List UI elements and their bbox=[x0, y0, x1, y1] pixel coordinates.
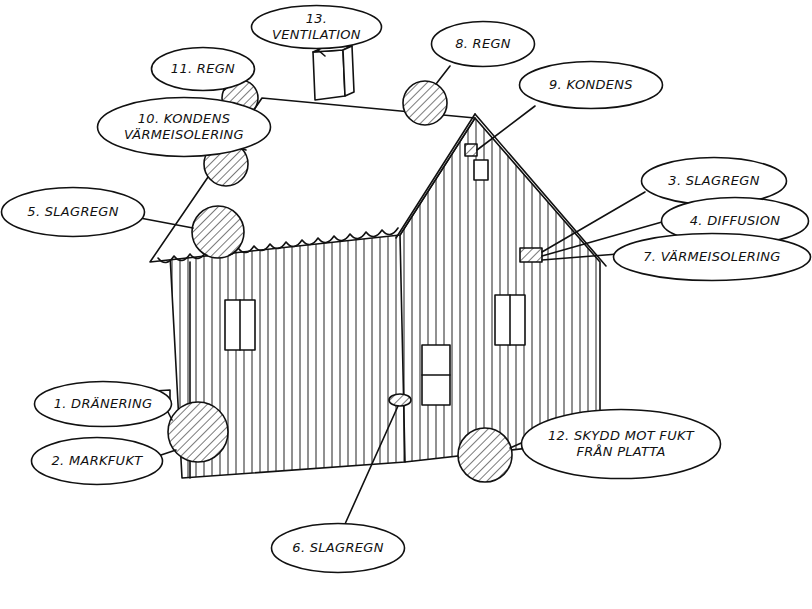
window bbox=[225, 300, 255, 350]
leader-line bbox=[477, 106, 535, 150]
callout-label: 4. DIFFUSION bbox=[690, 213, 781, 229]
callout-label: 8. REGN bbox=[455, 36, 511, 52]
ellipse-outline bbox=[35, 382, 172, 427]
callout-ellipse: 12. SKYDD MOT FUKT FRÅN PLATTA bbox=[520, 408, 722, 480]
callout-label: 3. SLAGREGN bbox=[668, 173, 759, 189]
callout-label: 1. DRÄNERING bbox=[54, 396, 153, 412]
callout-ellipse: 2. MARKFUKT bbox=[30, 436, 164, 486]
callout-label: 2. MARKFUKT bbox=[52, 453, 143, 469]
leader-line bbox=[542, 254, 618, 260]
callout-ellipse: 5. SLAGREGN bbox=[0, 186, 146, 238]
ellipse-outline bbox=[614, 234, 811, 281]
callout-label: 9. KONDENS bbox=[549, 77, 633, 93]
window bbox=[422, 374, 450, 376]
callout-label: 5. SLAGREGN bbox=[27, 204, 118, 220]
ellipse-outline bbox=[522, 410, 721, 479]
window bbox=[474, 160, 488, 180]
window bbox=[422, 345, 450, 405]
window bbox=[495, 295, 525, 345]
callout-ellipse: 9. KONDENS bbox=[518, 60, 664, 110]
window bbox=[239, 300, 241, 350]
callout-ellipse: 11. REGN bbox=[150, 46, 256, 92]
detail-ellipse bbox=[389, 394, 411, 406]
leader-line bbox=[345, 406, 398, 524]
ellipse-outline bbox=[32, 438, 163, 485]
callout-label: 10. KONDENS VÄRMEISOLERING bbox=[110, 111, 258, 143]
callout-ellipse: 13. VENTILATION bbox=[250, 4, 383, 50]
leader-line bbox=[318, 50, 325, 56]
ellipse-outline bbox=[520, 62, 663, 109]
ellipse-outline bbox=[642, 158, 787, 205]
callout-ellipse: 10. KONDENS VÄRMEISOLERING bbox=[96, 96, 272, 158]
detail-circle bbox=[458, 428, 512, 482]
ventilation-box bbox=[343, 46, 354, 96]
detail-circle bbox=[403, 81, 447, 125]
callout-label: 11. REGN bbox=[171, 61, 235, 77]
window bbox=[509, 295, 511, 345]
barge-board bbox=[396, 114, 475, 238]
callout-label: 6. SLAGREGN bbox=[292, 540, 383, 556]
ellipse-outline bbox=[272, 524, 405, 573]
callout-label: 7. VÄRMEISOLERING bbox=[643, 249, 780, 265]
leader-line bbox=[542, 192, 645, 252]
callout-label: 12. SKYDD MOT FUKT FRÅN PLATTA bbox=[536, 428, 706, 460]
callout-ellipse: 6. SLAGREGN bbox=[270, 522, 406, 574]
callout-ellipse: 1. DRÄNERING bbox=[33, 380, 173, 428]
ellipse-outline bbox=[2, 188, 145, 237]
leader-line bbox=[168, 412, 172, 420]
ellipse-outline bbox=[252, 6, 382, 49]
leader-line bbox=[140, 218, 193, 228]
detail-box bbox=[520, 248, 542, 262]
callout-ellipse: 7. VÄRMEISOLERING bbox=[612, 232, 812, 282]
ellipse-outline bbox=[152, 48, 255, 91]
detail-circle bbox=[168, 402, 228, 462]
callout-label: 13. VENTILATION bbox=[261, 11, 373, 43]
detail-box bbox=[465, 144, 477, 156]
ellipse-outline bbox=[98, 98, 271, 157]
leader-line bbox=[436, 66, 450, 84]
callout-ellipse: 8. REGN bbox=[430, 20, 536, 68]
ellipse-outline bbox=[432, 22, 535, 67]
ventilation-box bbox=[313, 50, 345, 100]
detail-circle bbox=[192, 206, 244, 258]
